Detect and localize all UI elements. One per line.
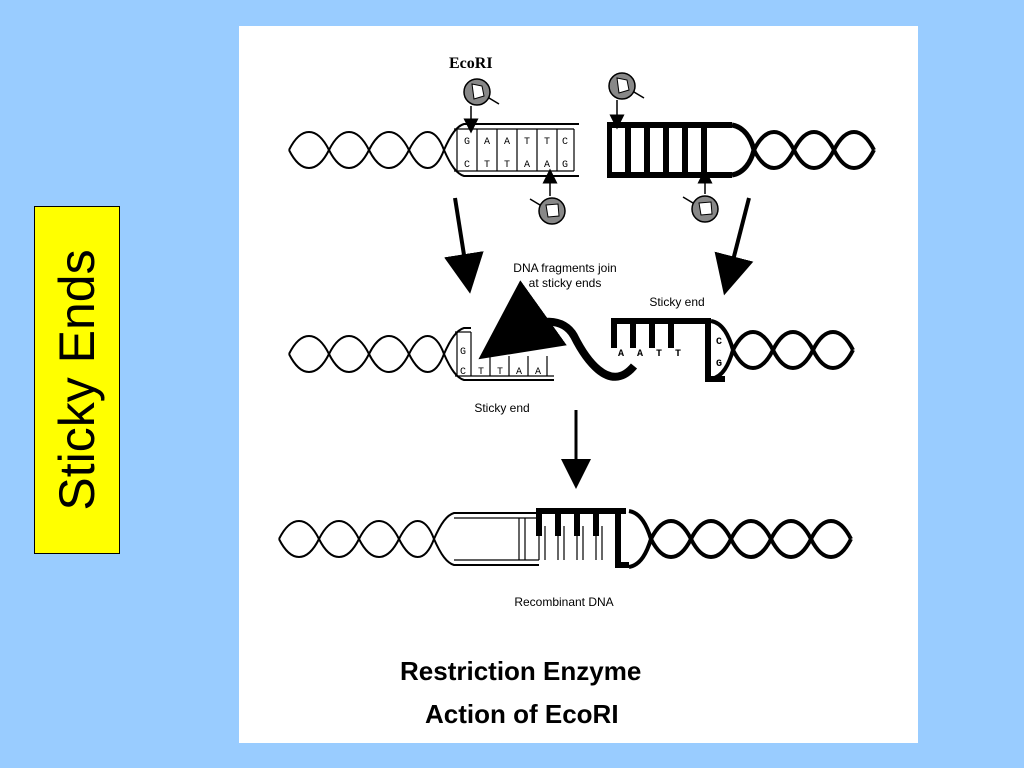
sticky-end-right-label: Sticky end bbox=[649, 295, 704, 309]
right-frag-side-base-2: G bbox=[716, 359, 722, 370]
right-frag-base-3: T bbox=[656, 349, 662, 360]
arrow-down-right bbox=[714, 197, 754, 296]
top-base-2: A bbox=[484, 137, 490, 148]
left-frag-bottom-base-3: T bbox=[497, 367, 503, 378]
right-frag-base-1: A bbox=[618, 349, 624, 360]
left-frag-bottom-base-2: T bbox=[478, 367, 484, 378]
left-frag-bottom-base-4: A bbox=[516, 367, 522, 378]
right-frag-base-2: A bbox=[637, 349, 643, 360]
top-base-6: C bbox=[562, 137, 568, 148]
bottom-base-4: A bbox=[524, 160, 530, 171]
left-helix-top bbox=[288, 123, 579, 177]
diagram-panel: G A A T T C C T T A A G EcoRI bbox=[239, 26, 918, 743]
left-base-pair-grid bbox=[454, 128, 575, 172]
arrow-down-left bbox=[444, 197, 484, 294]
recombinant-dna bbox=[278, 508, 853, 569]
right-frag-base-4: T bbox=[675, 349, 681, 360]
diagram-title-line1: Restriction Enzyme bbox=[400, 656, 641, 686]
bottom-base-1: C bbox=[464, 160, 470, 171]
sticky-ends-label-box: Sticky Ends bbox=[34, 206, 120, 554]
bottom-base-5: A bbox=[544, 160, 550, 171]
top-base-4: T bbox=[524, 137, 530, 148]
left-helix-middle bbox=[288, 327, 554, 381]
ecori-diagram: G A A T T C C T T A A G EcoRI bbox=[278, 55, 876, 729]
left-frag-top-base: G bbox=[460, 347, 466, 358]
top-base-5: T bbox=[544, 137, 550, 148]
bottom-base-2: T bbox=[484, 160, 490, 171]
bottom-base-3: T bbox=[504, 160, 510, 171]
ecori-enzyme-icon-top-left bbox=[463, 78, 500, 106]
top-base-3: A bbox=[504, 137, 510, 148]
recombinant-dna-label: Recombinant DNA bbox=[514, 595, 613, 609]
ecori-enzyme-icon-top-right bbox=[608, 72, 645, 100]
top-base-1: G bbox=[464, 137, 470, 148]
sticky-end-left-label: Sticky end bbox=[474, 401, 529, 415]
enzyme-label: EcoRI bbox=[449, 55, 493, 72]
left-frag-bottom-base-1: C bbox=[460, 367, 466, 378]
join-caption-line1: DNA fragments join bbox=[513, 261, 616, 275]
diagram-title-line2: Action of EcoRI bbox=[425, 699, 619, 729]
sticky-ends-title: Sticky Ends bbox=[49, 249, 105, 511]
right-fragment-top bbox=[607, 122, 876, 178]
right-fragment-middle bbox=[611, 318, 855, 382]
join-caption-line2: at sticky ends bbox=[529, 276, 602, 290]
ecori-enzyme-icon-bottom-right bbox=[682, 195, 719, 223]
join-curve-arrow bbox=[478, 280, 638, 381]
right-frag-side-base-1: C bbox=[716, 337, 722, 348]
bottom-base-6: G bbox=[562, 160, 568, 171]
ecori-enzyme-icon-bottom-left bbox=[529, 197, 566, 225]
left-frag-bottom-base-5: A bbox=[535, 367, 541, 378]
